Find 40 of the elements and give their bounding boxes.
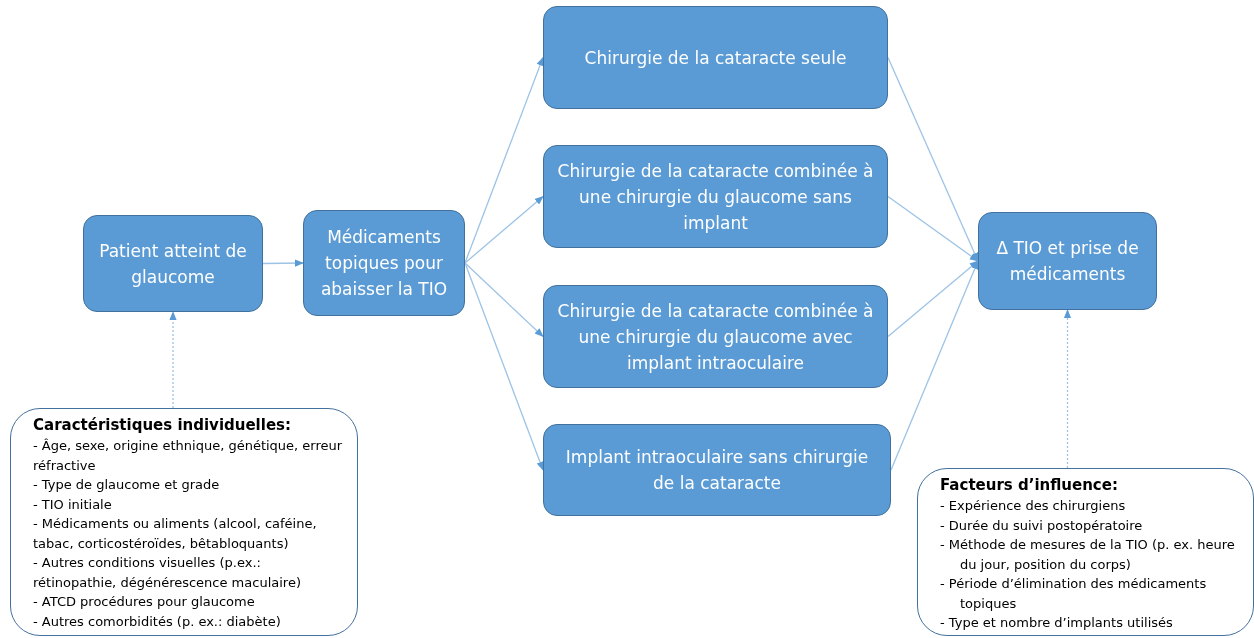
process-box [543,285,888,388]
list-item: - TIO initiale [33,495,113,514]
note-box [917,468,1254,636]
process-box [303,210,465,316]
list-item: - Médicaments ou aliments (alcool, caféine, tabac, corticostéroïdes, bêtabloquants) [33,515,318,553]
arrow [887,56,979,262]
list-item: - Autres comorbidités (p. ex.: diabète) [33,612,282,631]
process-box [543,424,891,516]
note-heading: Caractéristiques individuelles: [33,415,292,436]
box-label: Médicaments topiques pour abaisser la TIO [319,226,449,301]
box-label: Chirurgie de la cataracte seule [584,46,847,70]
list-item: - Type et nombre d’implants utilisés [940,614,1174,632]
process-box [543,6,888,109]
process-box [543,145,888,248]
list-item: - Durée du suivi postopératoire [940,516,1144,535]
box-label: Chirurgie de la cataracte combinée à une chirurgie du glaucome avec implant intraoculaire [556,299,875,375]
process-box [83,215,263,312]
arrow [887,195,979,262]
list-item: - Méthode de mesures de la TIO (p. ex. heure du jour, position du corps) [940,536,1236,574]
list-item: - Expérience des chirurgiens [940,497,1127,515]
note-heading: Facteurs d’influence: [940,475,1119,496]
list-item: - Période d’élimination des médicaments topiques [940,575,1208,613]
list-item: - Type de glaucome et grade [33,476,221,494]
arrow [887,260,979,338]
list-item: - ATCD procédures pour glaucome [33,593,256,611]
arrow [464,262,544,471]
box-label: Chirurgie de la cataracte combinée à une chirurgie du glaucome sans implant [556,159,875,235]
list-item: - Autres conditions visuelles (p.ex.: rétinopathie, dégénérescence maculaire) [33,554,302,592]
arrow [464,195,544,264]
arrow [1063,309,1072,469]
box-label: Δ TIO et prise de médicaments [995,237,1140,286]
box-label: Implant intraoculaire sans chirurgie de la cataracte [564,446,870,495]
list-item: - Âge, sexe, origine ethnique, génétique, erreur réfractive [33,437,344,475]
arrow [169,311,177,409]
arrow [464,262,544,338]
arrow [464,56,544,264]
note-box [10,408,358,636]
box-label: Patient atteint de glaucome [98,239,248,289]
arrow [262,259,304,267]
process-box [978,212,1157,310]
